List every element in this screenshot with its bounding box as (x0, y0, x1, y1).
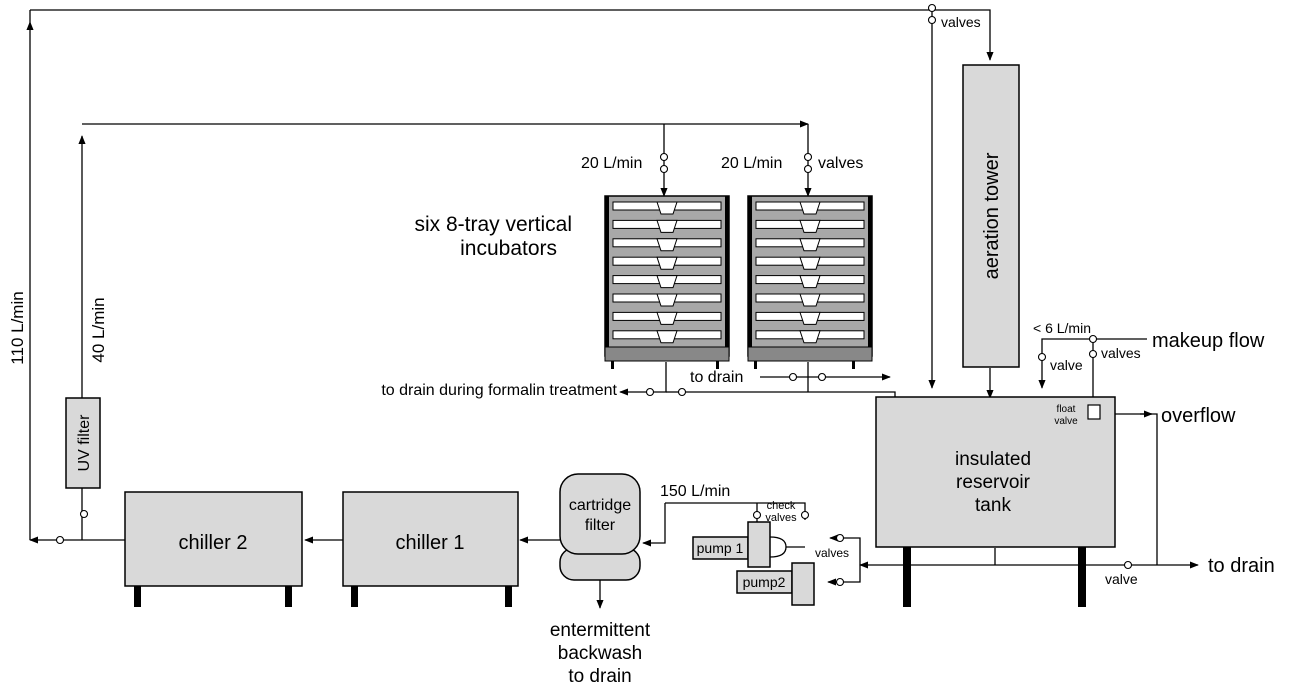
incubator-tray (755, 293, 865, 307)
valve-icon[interactable] (788, 372, 798, 382)
makeup-limit-label: < 6 L/min (1033, 320, 1091, 336)
chiller2-label: chiller 2 (179, 532, 248, 554)
valve-icon[interactable] (1088, 334, 1098, 344)
valve-icon[interactable] (927, 3, 937, 13)
flow-110-label: 110 L/min (8, 291, 27, 364)
valve-icon[interactable] (55, 535, 65, 545)
reservoir-label-1: insulated (955, 449, 1031, 470)
reservoir-label-2: reservoir (956, 472, 1031, 493)
valves (55, 3, 1133, 587)
valve-icon[interactable] (835, 533, 845, 543)
main-drain-label: to drain (1208, 555, 1275, 577)
makeup-valve-label: valve (1050, 357, 1083, 373)
incubator-tray (755, 311, 865, 325)
valve-icon[interactable] (645, 387, 655, 397)
top-valves-label: valves (941, 14, 981, 30)
backwash-label-1: entermittent (550, 620, 651, 641)
float-valve-label-2: valve (1054, 416, 1078, 427)
check-valve-icon[interactable] (800, 510, 810, 520)
pipe-top-to-aeration (30, 9, 994, 61)
incubator-drain-label: to drain (690, 369, 743, 386)
valve-icon[interactable] (79, 509, 89, 519)
valve-icon[interactable] (1123, 560, 1133, 570)
makeup-flow-label: makeup flow (1152, 330, 1265, 352)
valve-icon[interactable] (1037, 352, 1047, 362)
incubator-stack-right (747, 195, 873, 369)
valve-icon[interactable] (835, 577, 845, 587)
incubator-tray (755, 330, 865, 344)
flow-20-right-label: 20 L/min (721, 155, 782, 172)
uv-filter: UV filter (65, 397, 101, 489)
incubator-tray (755, 275, 865, 289)
cartridge-filter: cartridge filter (559, 473, 641, 581)
pipe-incubator-to-reservoir (682, 391, 899, 413)
incubator-tray (612, 238, 722, 252)
pump1-label: pump 1 (697, 540, 744, 556)
incubator-tray (612, 201, 722, 215)
check-valve-icon[interactable] (752, 510, 762, 520)
labels: valves 20 L/min 20 L/min valves six 8-tr… (8, 14, 1275, 687)
chiller-1: chiller 1 (342, 491, 519, 607)
backwash-label-2: backwash (558, 643, 643, 664)
check-valves-label-2: valves (765, 512, 797, 524)
pipe-suction-pump2 (827, 565, 861, 586)
backwash-label-3: to drain (568, 666, 631, 687)
incubator-tray (612, 275, 722, 289)
pump-valves-label: valves (815, 546, 849, 560)
incubator-tray (612, 311, 722, 325)
cartridge-label-2: filter (585, 517, 616, 534)
valve-icon[interactable] (803, 164, 813, 174)
valve-icon[interactable] (927, 15, 937, 25)
chiller1-label: chiller 1 (396, 532, 465, 554)
overflow-label: overflow (1161, 405, 1236, 427)
chiller-2: chiller 2 (124, 491, 303, 607)
valve-icon[interactable] (659, 152, 669, 162)
valve-icon[interactable] (1088, 349, 1098, 359)
valve-icon[interactable] (817, 372, 827, 382)
uv-filter-label: UV filter (76, 414, 93, 472)
pump-1: pump 1 (692, 521, 771, 568)
incubator-tray (755, 256, 865, 270)
incubator-tray (755, 238, 865, 252)
formalin-drain-label: to drain during formalin treatment (381, 382, 617, 399)
aeration-tower: aeration tower (962, 64, 1020, 368)
aeration-tower-label: aeration tower (981, 152, 1003, 279)
incubator-tray (612, 330, 722, 344)
flow-150-label: 150 L/min (660, 483, 730, 500)
float-valve-icon[interactable] (1087, 404, 1101, 420)
valve-icon[interactable] (659, 164, 669, 174)
makeup-valves-label: valves (1101, 345, 1141, 361)
pump-2: pump2 (736, 562, 815, 606)
flow-40-label: 40 L/min (89, 297, 108, 362)
check-valves-label-1: check (767, 500, 796, 512)
incubator-valves-label: valves (818, 155, 863, 172)
incubator-tray (612, 256, 722, 270)
incubator-tray (755, 201, 865, 215)
drain-valve-label: valve (1105, 571, 1138, 587)
incubator-tray (755, 219, 865, 233)
valve-icon[interactable] (677, 387, 687, 397)
valve-icon[interactable] (803, 152, 813, 162)
pipe-formalin-drain (619, 362, 667, 396)
pipe-150-to-filter (642, 503, 666, 547)
incubator-tray (612, 293, 722, 307)
pipe-makeup-a (1038, 338, 1147, 389)
pipe-crossover (769, 536, 787, 558)
incubator-tray (612, 219, 722, 233)
incubator-stack-left (604, 195, 730, 369)
cartridge-label-1: cartridge (569, 497, 631, 514)
insulated-reservoir-tank: insulated reservoir tank float valve (875, 396, 1116, 607)
float-valve-label-1: float (1057, 404, 1076, 415)
incubators-label-1: six 8-tray vertical (414, 213, 572, 236)
pump2-label: pump2 (743, 574, 786, 590)
pipe-overflow (1115, 413, 1158, 565)
incubators-label-2: incubators (460, 237, 557, 260)
flow-20-left-label: 20 L/min (581, 155, 642, 172)
reservoir-label-3: tank (975, 495, 1011, 516)
